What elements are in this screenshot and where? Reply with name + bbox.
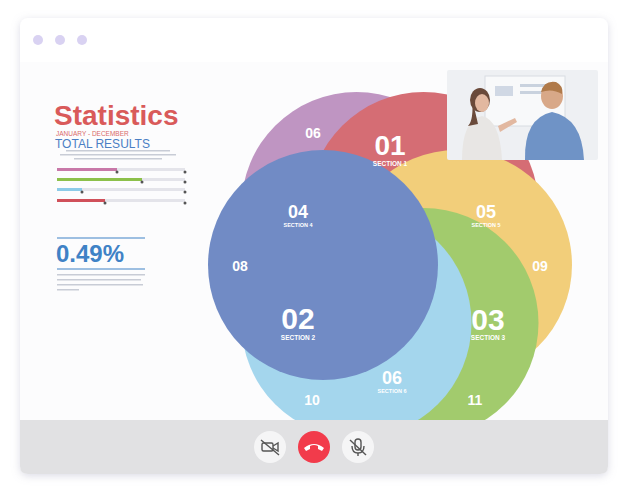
callout-number: 11: [468, 393, 483, 407]
section-number: 01: [374, 132, 405, 160]
progress-bars: [57, 168, 187, 205]
mic-button: [342, 431, 374, 463]
venn-circle: [208, 150, 438, 380]
section-label: SECTION 5: [471, 223, 500, 229]
callout-number: 06: [305, 126, 321, 140]
video-thumbnail: [447, 70, 598, 160]
window-frame: [20, 18, 608, 474]
section-label: SECTION 2: [281, 335, 315, 342]
window-dot: [33, 35, 43, 45]
rule-line: [57, 238, 145, 239]
mic-off-icon: [350, 439, 366, 456]
callout-number: 09: [532, 259, 548, 273]
control-bar: [20, 420, 608, 474]
camera-button: [254, 431, 286, 463]
section-label: SECTION 4: [283, 223, 312, 229]
window-dot: [55, 35, 65, 45]
window-dot: [77, 35, 87, 45]
callout-number: 10: [304, 393, 320, 407]
section-label: SECTION 1: [373, 161, 407, 168]
section-label: SECTION 3: [471, 335, 505, 342]
slide-title: Statistics: [54, 102, 179, 130]
camera-off-icon: [261, 440, 279, 455]
rule-line: [57, 269, 145, 270]
filler-lines: [57, 150, 176, 291]
section-number: 02: [281, 304, 314, 334]
section-number: 06: [382, 369, 402, 387]
section-number: 05: [476, 203, 496, 221]
end-call-button: [298, 431, 330, 463]
callout-number: 08: [232, 259, 248, 273]
big-figure: 0.49%: [56, 242, 124, 266]
subtitle: TOTAL RESULTS: [55, 138, 150, 150]
section-number: 04: [288, 203, 308, 221]
section-number: 03: [471, 305, 504, 335]
date-range: JANUARY - DECEMBER: [56, 131, 129, 138]
phone-icon: [304, 444, 324, 451]
section-label: SECTION 6: [377, 389, 406, 395]
